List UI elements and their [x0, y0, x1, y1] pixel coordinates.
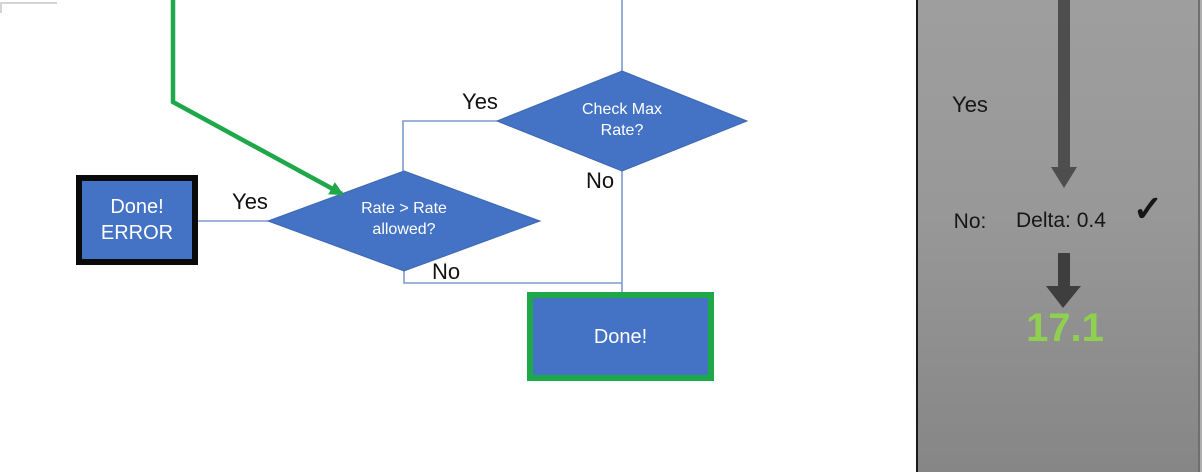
panel-result-value: 17.1 [1026, 306, 1104, 350]
rate-allowed-label: Rate > Rate allowed? [304, 198, 504, 240]
done-error-box: Done! ERROR [76, 175, 198, 265]
slide-corner-line-horizontal [0, 2, 57, 4]
done-error-line1: Done! [110, 196, 164, 218]
check-max-rate-label-line1: Check Max [581, 101, 663, 118]
connector-rate-no [403, 271, 622, 284]
panel-delta-label: Delta: 0.4 [1016, 209, 1106, 232]
connector-check-max-yes [402, 120, 497, 171]
panel-arrow-2-head [1046, 286, 1081, 308]
check-max-rate-label: Check Max Rate? [522, 99, 722, 141]
panel-no-label: No: [953, 210, 987, 233]
panel-right-edge-light [1200, 0, 1202, 472]
done-error-line2: ERROR [100, 222, 174, 244]
rate-allowed-label-line2: allowed? [372, 221, 436, 238]
green-flow-arrow [170, 0, 344, 196]
panel-yes-label: Yes [952, 92, 988, 117]
slide-corner-line-vertical [0, 2, 2, 13]
rate-allowed-diamond [266, 170, 542, 272]
check-max-rate-label-line2: Rate? [600, 122, 644, 139]
done-box-label: Done! [593, 325, 648, 348]
check-max-no-label: No [585, 168, 615, 193]
rate-yes-label: Yes [232, 189, 268, 214]
rate-allowed-label-line1: Rate > Rate [361, 200, 447, 217]
panel-arrow-1-shaft [1058, 0, 1070, 168]
panel-arrow-1-head [1051, 167, 1077, 188]
panel-arrow-2-shaft [1058, 253, 1070, 287]
panel-right-edge-dark [1198, 0, 1200, 472]
rate-no-label: No [431, 259, 461, 284]
checkmark-icon: ✓ [1132, 188, 1164, 229]
check-max-rate-diamond [495, 70, 749, 172]
check-max-yes-label: Yes [462, 89, 498, 114]
done-box: Done! [527, 292, 714, 381]
